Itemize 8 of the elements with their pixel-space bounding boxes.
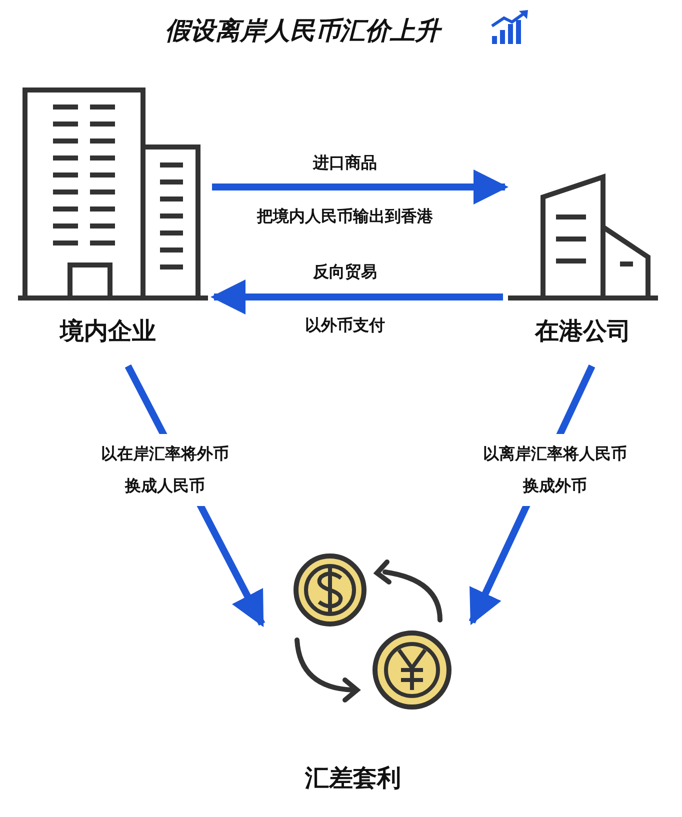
arrow-caption: 以外币支付 bbox=[305, 316, 385, 336]
node-label: 在港公司 bbox=[535, 316, 631, 347]
node-label: 汇差套利 bbox=[305, 763, 401, 794]
arrow bbox=[212, 170, 508, 204]
arrow bbox=[210, 280, 503, 314]
title: 假设离岸人民币汇价上升 bbox=[165, 14, 440, 47]
arrow-caption: 把境内人民币输出到香港 bbox=[257, 206, 433, 228]
node-label: 境内企业 bbox=[60, 316, 156, 347]
